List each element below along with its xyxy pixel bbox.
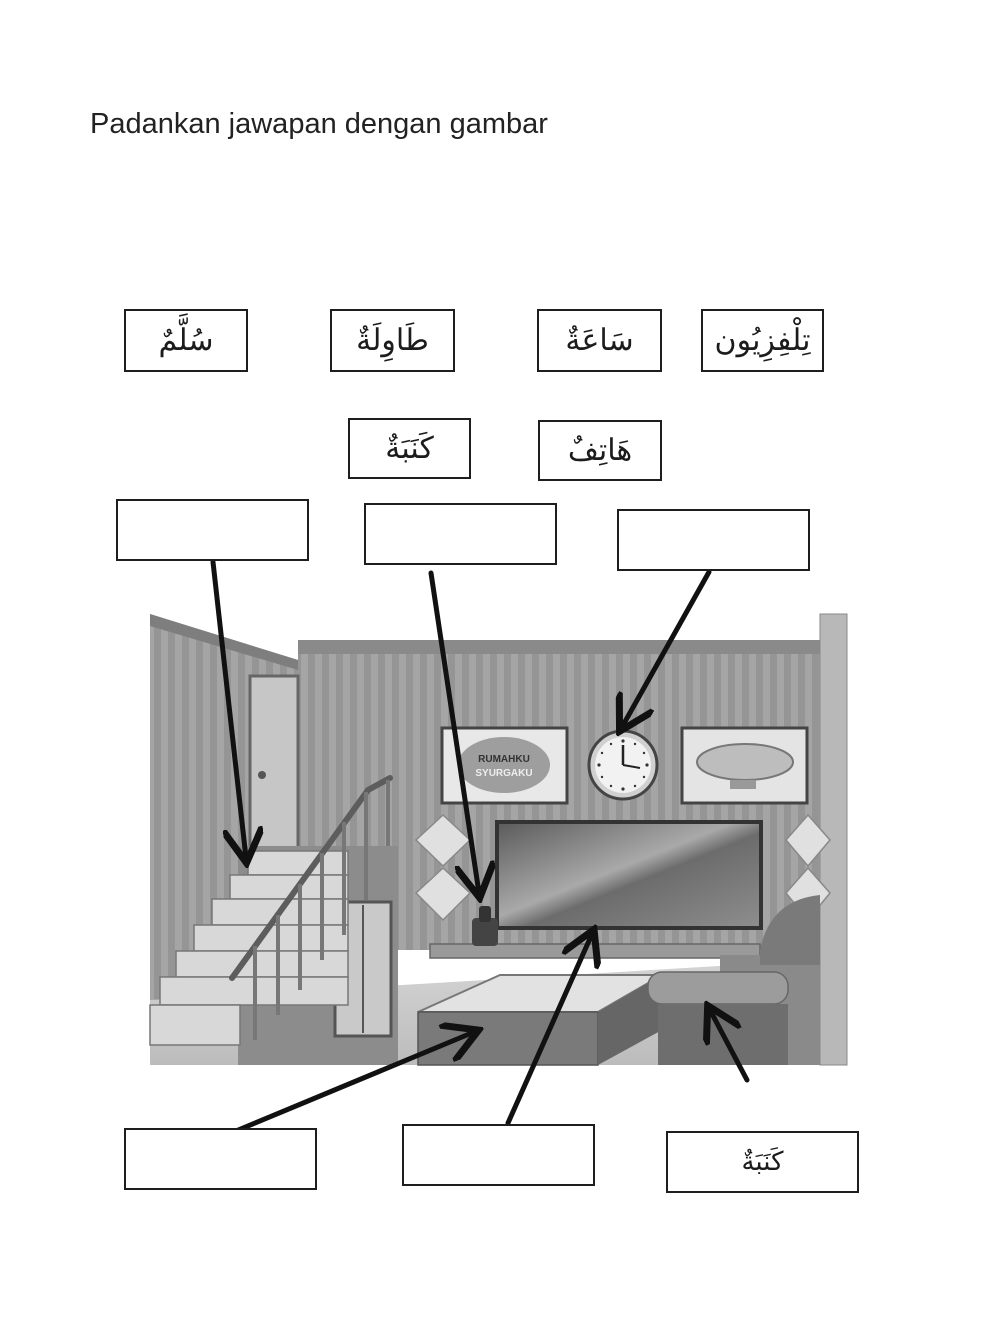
wall-clock-icon (587, 729, 659, 801)
answer-box-phone[interactable] (364, 503, 557, 565)
word-text: هَاتِفٌ (567, 433, 633, 468)
arrow-stairs (210, 559, 246, 858)
arrow-sofa (710, 1010, 750, 1083)
word-card-tilfizyun[interactable]: تِلْفِزِيُون (701, 309, 824, 372)
word-card-saah[interactable]: سَاعَةٌ (537, 309, 662, 372)
instruction-title: Padankan jawapan dengan gambar (90, 108, 548, 140)
answer-box-stairs[interactable] (116, 499, 309, 561)
answer-box-sofa[interactable]: كَنَبَةٌ (666, 1131, 859, 1193)
word-text: سَاعَةٌ (565, 323, 634, 358)
answer-box-clock[interactable] (617, 509, 810, 571)
television (495, 820, 763, 930)
word-card-sullam[interactable]: سُلَّمٌ (124, 309, 248, 372)
arrow-table (228, 1032, 474, 1136)
wall-trim (298, 640, 820, 654)
railing-posts (253, 780, 390, 1040)
word-text: كَنَبَةٌ (385, 431, 434, 466)
word-text: تِلْفِزِيُون (714, 323, 811, 358)
upper-door (248, 674, 300, 858)
arrow-television (505, 934, 592, 1126)
telephone-icon (472, 906, 498, 946)
arrow-clock (622, 569, 712, 727)
poster-left-line2: SYURGAKU (475, 768, 532, 779)
word-card-hatif[interactable]: هَاتِفٌ (538, 420, 662, 481)
coffee-table-body (417, 1011, 599, 1066)
blimp-icon (696, 743, 794, 781)
answer-box-table[interactable] (124, 1128, 317, 1190)
answer-text: كَنَبَةٌ (741, 1147, 784, 1177)
door-knob (258, 771, 266, 779)
word-card-kanabah[interactable]: كَنَبَةٌ (348, 418, 471, 479)
arrow-phone (428, 570, 479, 893)
word-text: طَاوِلَةٌ (356, 323, 429, 358)
poster-left-line1: RUMAHKU (478, 754, 530, 765)
answer-box-television[interactable] (402, 1124, 595, 1186)
word-text: سُلَّمٌ (158, 323, 214, 358)
word-card-tawilah[interactable]: طَاوِلَةٌ (330, 309, 455, 372)
pointer-arrows (210, 559, 750, 1136)
tv-shelf (429, 943, 761, 959)
